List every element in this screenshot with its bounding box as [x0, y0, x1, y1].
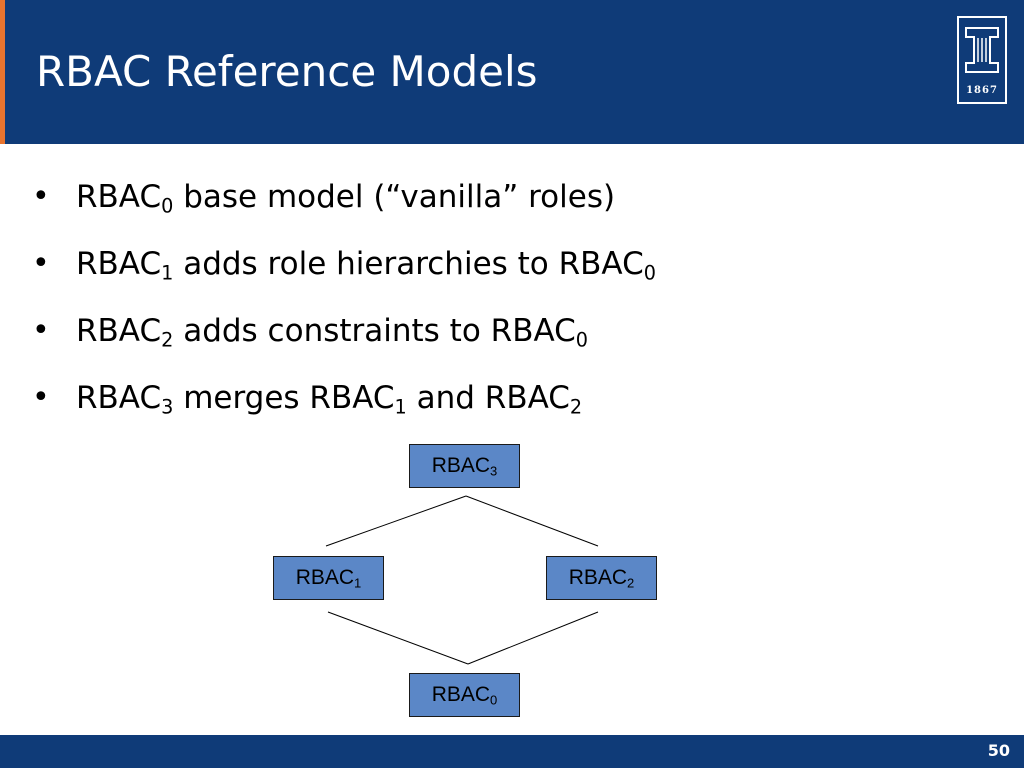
- bullet-text-part: adds constraints to RBAC: [173, 313, 576, 349]
- bullet-subscript: 2: [569, 395, 583, 419]
- slide-title: RBAC Reference Models: [36, 47, 538, 96]
- node-label: RBAC: [431, 683, 491, 706]
- node-label: RBAC: [431, 454, 491, 477]
- edge-rbac2-rbac0: [467, 611, 599, 665]
- edge-rbac3-rbac2: [465, 495, 599, 547]
- bullet-item: • RBAC0 base model (“vanilla” roles): [32, 172, 656, 239]
- bullet-marker: •: [32, 313, 50, 348]
- header-bar: RBAC Reference Models 1867: [0, 0, 1024, 144]
- node-subscript: 0: [490, 692, 498, 708]
- bullet-marker: •: [32, 179, 50, 214]
- bullet-subscript: 1: [394, 395, 407, 419]
- logo-year: 1867: [966, 85, 998, 96]
- bullet-text-part: base model (“vanilla” roles): [173, 179, 616, 215]
- node-rbac2: RBAC2: [546, 556, 657, 600]
- bullet-text-part: RBAC: [76, 179, 162, 215]
- bullet-subscript: 3: [161, 395, 174, 419]
- node-subscript: 2: [627, 575, 635, 591]
- bullet-subscript: 2: [161, 328, 174, 352]
- header-accent-stripe: [0, 0, 5, 144]
- bullet-text-part: RBAC: [76, 380, 162, 416]
- node-subscript: 3: [490, 463, 498, 479]
- bullet-subscript: 0: [575, 328, 588, 352]
- university-logo: 1867: [957, 16, 1007, 104]
- edge-rbac3-rbac1: [325, 495, 467, 547]
- bullet-item: • RBAC2 adds constraints to RBAC0: [32, 306, 656, 373]
- bullet-item: • RBAC1 adds role hierarchies to RBAC0: [32, 239, 656, 306]
- bullet-list: •RBAC0 base model (“vanilla” roles) •RBA…: [32, 172, 656, 440]
- node-rbac3: RBAC3: [409, 444, 520, 488]
- bullet-item: • RBAC3 merges RBAC1 and RBAC2: [32, 373, 656, 440]
- bullet-text-part: merges RBAC: [173, 380, 395, 416]
- bullet-marker: •: [32, 246, 50, 281]
- page-number: 50: [987, 741, 1010, 760]
- node-label: RBAC: [295, 566, 355, 589]
- node-rbac0: RBAC0: [409, 673, 520, 717]
- bullet-text-part: RBAC: [76, 246, 162, 282]
- node-rbac1: RBAC1: [273, 556, 384, 600]
- edge-rbac1-rbac0: [327, 611, 469, 665]
- bullet-text-part: and RBAC: [406, 380, 570, 416]
- bullet-subscript: 0: [161, 194, 174, 218]
- bullet-subscript: 0: [643, 261, 656, 285]
- node-subscript: 1: [354, 575, 362, 591]
- node-label: RBAC: [568, 566, 628, 589]
- bullet-subscript: 1: [161, 261, 174, 285]
- block-i-icon: [965, 27, 999, 73]
- bullet-marker: •: [32, 380, 50, 415]
- bullet-text-part: RBAC: [76, 313, 162, 349]
- bullet-text-part: adds role hierarchies to RBAC: [173, 246, 644, 282]
- footer-bar: 50: [0, 735, 1024, 768]
